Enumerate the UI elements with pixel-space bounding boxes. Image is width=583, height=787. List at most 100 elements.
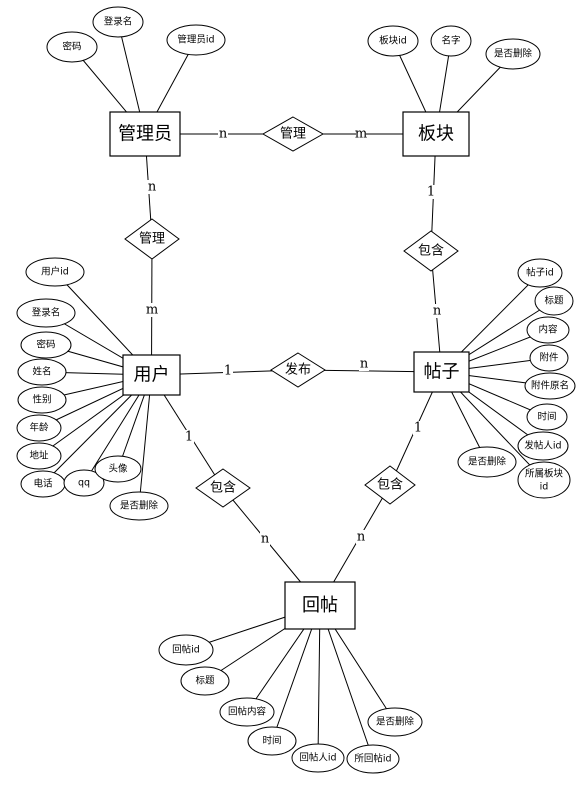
attribute-label: 名字 <box>441 35 460 47</box>
entity-box <box>402 111 470 157</box>
attribute-ellipse <box>526 403 568 431</box>
cardinality-board_post_board: 1 <box>426 185 436 200</box>
attribute-connector-line <box>319 605 374 760</box>
attribute-ellipse <box>92 6 144 38</box>
cardinality-label: 1 <box>185 430 193 445</box>
attribute-reply-4: 回帖人id <box>291 743 345 773</box>
attribute-board-2: 是否删除 <box>485 38 541 70</box>
attribute-ellipse <box>46 31 98 63</box>
entity-box <box>284 581 356 630</box>
attribute-reply-1: 标题 <box>180 666 230 696</box>
entity-admin: 管理员 <box>109 111 181 157</box>
attribute-label: 管理员id <box>177 34 214 46</box>
attribute-post-6: 发帖人id <box>517 431 569 461</box>
attribute-user-9: 头像 <box>94 455 142 483</box>
cardinality-background <box>223 364 233 378</box>
relation-post_reply: 包含 <box>364 465 416 505</box>
entity-label: 板块 <box>418 124 454 145</box>
attribute-label: id <box>540 482 549 493</box>
attribute-ellipse <box>534 286 574 316</box>
attribute-ellipse <box>166 24 226 56</box>
attribute-label: 用户id <box>41 266 69 278</box>
attribute-ellipse <box>158 634 214 666</box>
cardinality-background <box>413 421 423 435</box>
attribute-user-7: 电话 <box>20 470 66 498</box>
attribute-ellipse <box>430 25 472 57</box>
attribute-admin-1: 登录名 <box>92 6 144 38</box>
attribute-post-3: 附件 <box>529 344 569 372</box>
attribute-label: 是否删除 <box>120 500 159 512</box>
cardinality-label: n <box>357 530 366 545</box>
attribute-label: 年龄 <box>29 422 49 434</box>
relation-diamond <box>261 116 325 152</box>
relation-label: 管理 <box>280 127 306 142</box>
attribute-ellipse <box>17 386 67 414</box>
relation-diamond <box>195 468 251 508</box>
attribute-ellipse <box>367 707 423 737</box>
attribute-post-8: 是否删除 <box>457 446 517 478</box>
cardinality-user_post_post: n <box>359 357 369 372</box>
relation-diamond <box>364 465 416 505</box>
cardinality-user_reply_reply: n <box>260 532 270 547</box>
attribute-reply-2: 回帖内容 <box>219 697 275 727</box>
attribute-ellipse <box>367 25 419 57</box>
attribute-user-4: 性别 <box>17 386 67 414</box>
relation-label: 包含 <box>377 477 403 493</box>
entity-post: 帖子 <box>413 351 470 393</box>
attribute-user-6: 地址 <box>16 442 62 470</box>
attribute-ellipse <box>16 414 62 442</box>
attribute-label: 密码 <box>36 339 55 351</box>
attribute-label: 是否删除 <box>376 716 415 728</box>
cardinality-background <box>359 357 369 371</box>
attribute-board-0: 板块id <box>367 25 419 57</box>
relation-user_reply: 包含 <box>195 468 251 508</box>
entity-board: 板块 <box>402 111 470 157</box>
attribute-connector-line <box>317 605 321 759</box>
attribute-label: 是否删除 <box>494 48 533 60</box>
attribute-user-0: 用户id <box>25 257 85 287</box>
attribute-label: 所属板块 <box>525 468 564 480</box>
cardinality-background <box>356 530 366 544</box>
attribute-post-2: 内容 <box>526 316 570 344</box>
attribute-label: 性别 <box>32 394 51 406</box>
cardinality-label: 1 <box>427 185 435 200</box>
relation-admin_user: 管理 <box>124 218 180 260</box>
relation-admin_board: 管理 <box>261 116 325 152</box>
attribute-ellipse <box>517 461 571 499</box>
attribute-ellipse <box>180 666 230 696</box>
attribute-post-7: 所属板块 id <box>517 461 571 499</box>
attribute-label: 电话 <box>33 478 53 490</box>
attribute-label: 帖子id <box>526 267 554 279</box>
cardinality-admin_board_board: m <box>355 127 367 142</box>
relation-diamond <box>403 230 459 272</box>
attribute-label: 时间 <box>537 411 556 423</box>
entity-box <box>413 351 470 393</box>
attribute-admin-0: 密码 <box>46 31 98 63</box>
entity-label: 管理员 <box>118 124 172 145</box>
cardinality-label: n <box>261 532 270 547</box>
attribute-user-5: 年龄 <box>16 414 62 442</box>
attribute-label: 是否删除 <box>468 456 507 468</box>
attribute-ellipse <box>16 442 62 470</box>
attribute-admin-2: 管理员id <box>166 24 226 56</box>
attribute-ellipse <box>529 344 569 372</box>
cardinality-post_reply_post: 1 <box>413 421 423 436</box>
attribute-label: 登录名 <box>32 307 61 319</box>
attribute-board-1: 名字 <box>430 25 472 57</box>
cardinality-background <box>260 532 270 546</box>
attribute-label: 登录名 <box>104 16 133 28</box>
cardinality-admin_user_admin: n <box>147 180 157 195</box>
attribute-post-0: 帖子id <box>517 258 563 288</box>
cardinality-background <box>426 185 436 199</box>
attribute-label: 地址 <box>29 450 49 462</box>
attribute-ellipse <box>346 744 400 774</box>
attribute-ellipse <box>16 298 76 328</box>
cardinality-label: n <box>360 357 369 372</box>
entity-user: 用户 <box>122 354 181 396</box>
cardinality-background <box>356 127 366 141</box>
attribute-ellipse <box>517 431 569 461</box>
relation-label: 管理 <box>139 232 165 247</box>
attribute-post-5: 时间 <box>526 403 568 431</box>
cardinality-background <box>147 303 157 317</box>
attribute-ellipse <box>219 697 275 727</box>
